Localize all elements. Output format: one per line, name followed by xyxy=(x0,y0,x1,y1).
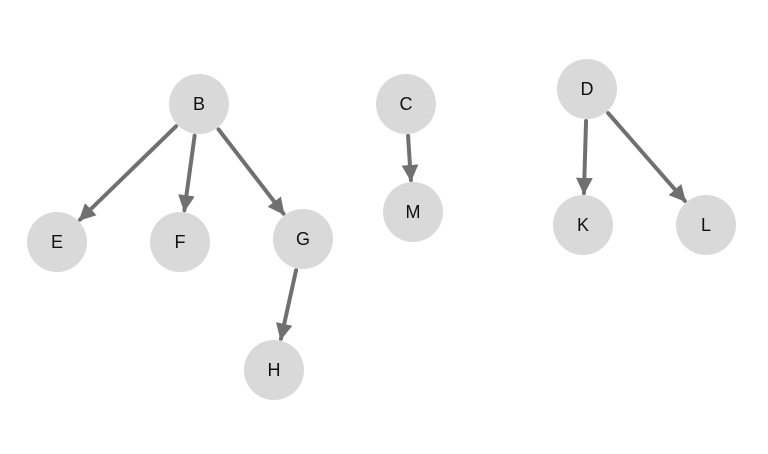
node-circle xyxy=(676,195,736,255)
node-c: C xyxy=(376,74,436,134)
edge-c-to-m xyxy=(401,133,419,183)
node-e: E xyxy=(27,212,87,272)
node-h: H xyxy=(244,340,304,400)
edges-layer xyxy=(77,111,687,341)
edge-d-to-k xyxy=(575,118,593,196)
node-label: C xyxy=(400,94,413,114)
node-circle xyxy=(150,212,210,272)
node-l: L xyxy=(676,195,736,255)
node-circle xyxy=(557,59,617,119)
node-circle xyxy=(244,340,304,400)
node-f: F xyxy=(150,212,210,272)
node-circle xyxy=(383,182,443,242)
node-circle xyxy=(169,74,229,134)
edge-b-to-f xyxy=(178,133,197,213)
node-circle xyxy=(27,212,87,272)
node-m: M xyxy=(383,182,443,242)
node-label: L xyxy=(701,215,711,235)
node-label: F xyxy=(175,232,186,252)
node-g: G xyxy=(273,209,333,269)
edge-g-to-h xyxy=(275,268,299,341)
node-label: M xyxy=(406,202,421,222)
edge-b-to-e xyxy=(77,124,179,222)
node-label: D xyxy=(581,79,594,99)
node-k: K xyxy=(553,195,613,255)
node-label: G xyxy=(296,229,310,249)
node-label: H xyxy=(268,360,281,380)
nodes-layer: B C D E F G H M K L xyxy=(27,59,736,400)
node-circle xyxy=(273,209,333,269)
node-circle xyxy=(553,195,613,255)
node-label: K xyxy=(577,215,589,235)
node-d: D xyxy=(557,59,617,119)
node-label: B xyxy=(193,94,205,114)
edge-d-to-l xyxy=(606,111,687,203)
node-circle xyxy=(376,74,436,134)
node-label: E xyxy=(51,232,63,252)
node-b: B xyxy=(169,74,229,134)
edge-b-to-g xyxy=(216,127,286,216)
